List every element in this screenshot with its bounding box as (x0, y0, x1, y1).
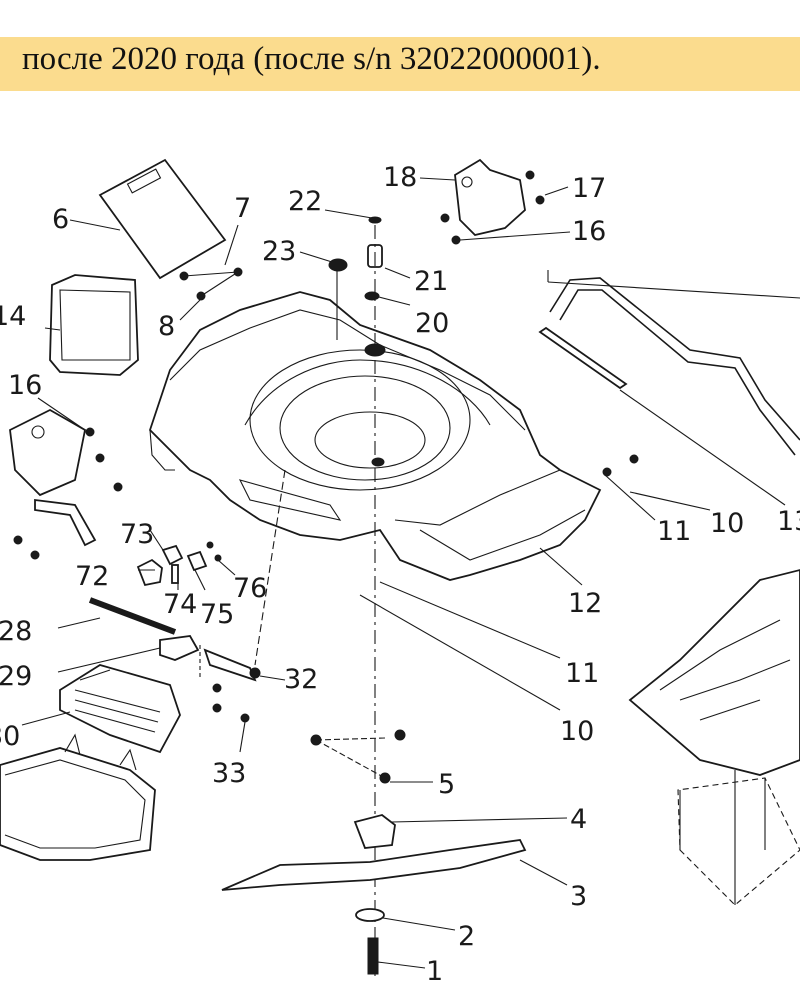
callout-10-deck: 10 (560, 716, 594, 747)
callout-29: 29 (0, 661, 32, 692)
callout-1: 1 (426, 956, 443, 987)
rear-grille (59, 664, 181, 754)
callout-16-right: 16 (572, 216, 606, 247)
callout-72: 72 (75, 561, 109, 592)
callout-16-left: 16 (8, 370, 42, 401)
callout-14: 14 (0, 301, 26, 332)
callout-32: 32 (284, 664, 318, 695)
axle-assembly (88, 469, 286, 723)
callout-12: 12 (568, 588, 602, 619)
callout-20: 20 (415, 308, 449, 339)
callout-23: 23 (262, 236, 296, 267)
callout-18: 18 (383, 162, 417, 193)
callout-3: 3 (570, 881, 587, 912)
callout-33: 33 (212, 758, 246, 789)
spring-stack (328, 216, 383, 980)
serial-note: после 2020 года (после s/n 32022000001). (22, 41, 601, 77)
height-adjust-parts (136, 541, 222, 587)
callout-2: 2 (458, 921, 475, 952)
rear-guard (628, 569, 800, 906)
leader-lines (21, 177, 786, 969)
pivot-bracket (440, 158, 545, 245)
callout-5: 5 (438, 769, 455, 800)
callout-28: 28 (0, 616, 32, 647)
blade-assembly (221, 729, 527, 975)
handle-bar (538, 270, 800, 477)
side-cover (49, 274, 139, 376)
callout-76: 76 (233, 573, 267, 604)
callout-11-handle: 11 (657, 516, 691, 547)
callout-21: 21 (414, 266, 448, 297)
callout-7: 7 (234, 193, 251, 224)
callout-labels: 1 2 3 4 5 6 7 8 10 10 11 11 12 13 14 16 … (0, 162, 800, 987)
callout-22: 22 (288, 186, 322, 217)
left-bracket (9, 408, 123, 560)
callout-6: 6 (52, 204, 69, 235)
callout-4: 4 (570, 804, 587, 835)
callout-75: 75 (200, 599, 234, 630)
callout-73: 73 (120, 519, 154, 550)
callout-11-deck: 11 (565, 658, 599, 689)
deflector-plate (98, 158, 243, 301)
callout-13: 13 (777, 506, 800, 537)
callout-30: 30 (0, 721, 20, 752)
catcher-frame (0, 733, 156, 861)
callout-74: 74 (163, 589, 197, 620)
callout-8: 8 (158, 311, 175, 342)
header-banner (0, 37, 800, 91)
callout-10-handle: 10 (710, 508, 744, 539)
callout-17: 17 (572, 173, 606, 204)
